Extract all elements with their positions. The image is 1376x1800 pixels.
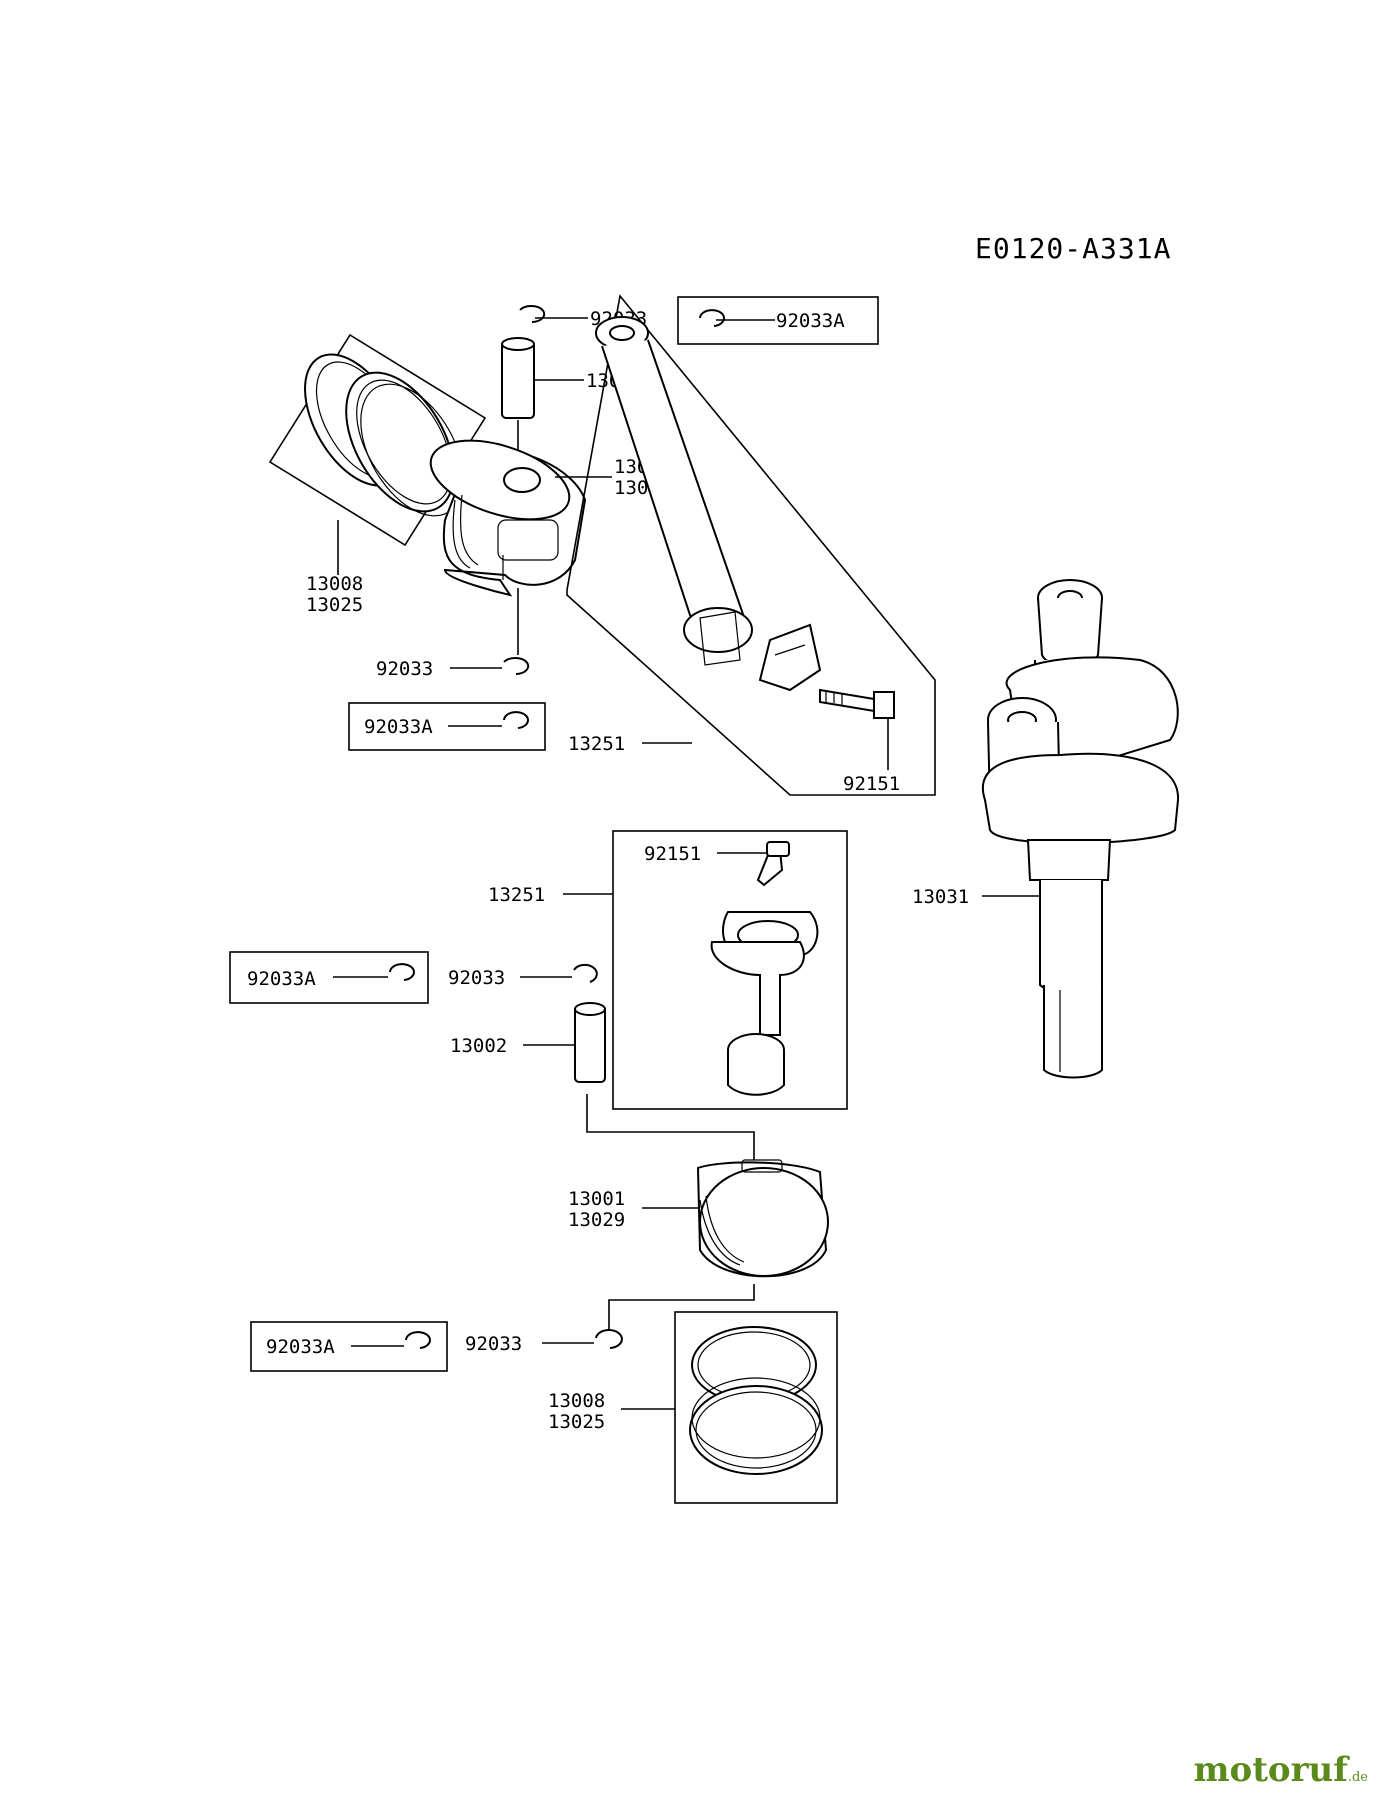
label-92151-lower: 92151 bbox=[644, 843, 701, 865]
crankshaft-13031 bbox=[982, 579, 1180, 1079]
label-13008-top: 13008 bbox=[306, 573, 363, 595]
label-13251-upper: 13251 bbox=[568, 733, 625, 755]
label-13025-lower: 13025 bbox=[548, 1411, 605, 1433]
box-13251-upper bbox=[566, 294, 936, 796]
piston-13001-top bbox=[429, 439, 587, 597]
label-92033-upper: 92033 bbox=[376, 658, 433, 680]
circlip-92033-top bbox=[519, 305, 546, 323]
box-92033A-bottom bbox=[250, 1321, 448, 1372]
connecting-rod-13251-lower bbox=[710, 911, 819, 1096]
label-92033A-upper: 92033A bbox=[364, 716, 433, 738]
label-92033A-top: 92033A bbox=[776, 310, 845, 332]
label-13008-lower: 13008 bbox=[548, 1390, 605, 1412]
box-92033A-upper bbox=[348, 702, 546, 751]
box-92033A-top bbox=[677, 296, 879, 345]
box-13008-lower bbox=[674, 1311, 838, 1504]
circlip-92033-upper bbox=[503, 657, 530, 675]
label-13001-lower: 13001 bbox=[568, 1188, 625, 1210]
diagram-code: E0120-A331A bbox=[975, 232, 1171, 265]
label-92033A-bottom: 92033A bbox=[266, 1336, 335, 1358]
rod-bolt-92151-lower bbox=[756, 841, 790, 887]
piston-pin-13002-top bbox=[501, 337, 535, 419]
piston-rings-13008-top bbox=[268, 333, 487, 547]
watermark-logo: motoruf.de bbox=[1193, 1750, 1368, 1790]
label-92033-bottom: 92033 bbox=[465, 1333, 522, 1355]
label-13002-lower: 13002 bbox=[450, 1035, 507, 1057]
box-92033A-mid bbox=[229, 951, 429, 1004]
box-13251-lower bbox=[612, 830, 848, 1110]
label-13029-lower: 13029 bbox=[568, 1209, 625, 1231]
label-92151-upper: 92151 bbox=[843, 773, 900, 795]
rod-bolt-92151-upper bbox=[819, 688, 895, 719]
piston-pin-13002-lower bbox=[574, 1002, 606, 1083]
piston-13001-lower bbox=[696, 1159, 829, 1278]
label-13031: 13031 bbox=[912, 886, 969, 908]
connecting-rod-13251-upper bbox=[595, 316, 822, 692]
label-13251-lower: 13251 bbox=[488, 884, 545, 906]
circlip-92033-mid bbox=[573, 963, 598, 983]
label-13025-top: 13025 bbox=[306, 594, 363, 616]
label-92033A-mid: 92033A bbox=[247, 968, 316, 990]
piston-rings-13008-lower bbox=[689, 1326, 823, 1475]
circlip-92033-bottom bbox=[595, 1329, 623, 1349]
label-92033-mid: 92033 bbox=[448, 967, 505, 989]
